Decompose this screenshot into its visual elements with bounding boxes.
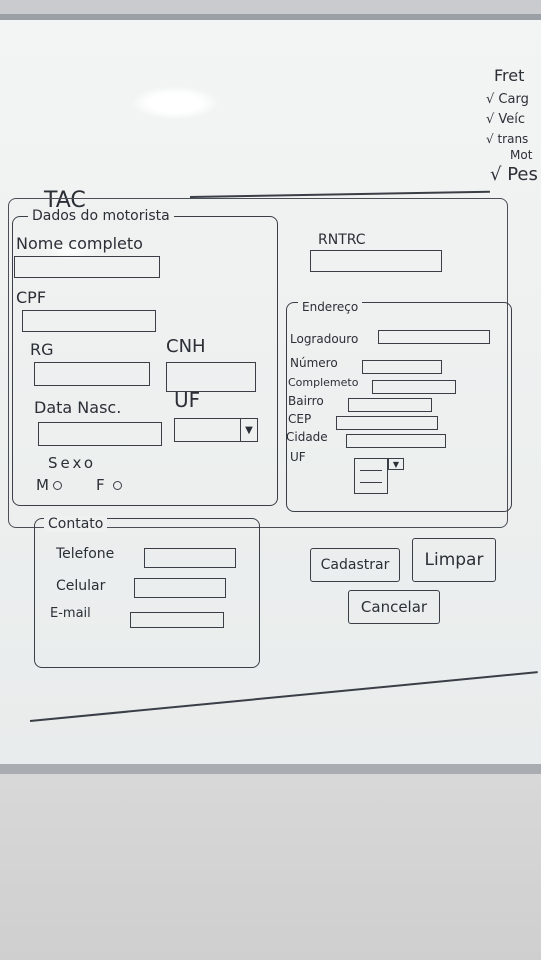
sex-f-label: F [96,476,105,494]
register-button[interactable]: Cadastrar [310,548,400,582]
phone-label: Telefone [56,546,115,562]
uf-label: UF [174,388,201,412]
list-option[interactable] [360,462,382,471]
number-input[interactable] [362,360,442,374]
floor-wall [0,774,541,960]
full-name-input[interactable] [14,256,160,278]
bottom-line [29,671,538,722]
address-section [286,302,512,512]
clear-button[interactable]: Limpar [412,538,496,582]
chevron-down-icon[interactable]: ▼ [240,419,257,441]
light-glare [130,86,220,120]
zip-input[interactable] [336,416,438,430]
complement-label: Complemeto [288,376,359,389]
zip-label: CEP [288,412,312,426]
whiteboard: TAC Dados do motorista Nome completo CPF… [0,14,541,774]
contact-section [34,518,260,668]
full-name-label: Nome completo [16,234,143,253]
radio-icon[interactable] [52,480,62,490]
side-menu-item: √ Veíc [486,112,526,127]
side-menu-item: √ trans [486,132,529,146]
outer-frame [8,198,508,528]
title-line [189,190,490,198]
side-menu-item: Mot [510,148,533,162]
side-menu-item: √ Pes [490,164,538,185]
light-glare [40,242,100,260]
mobile-label: Celular [56,578,106,594]
phone-input[interactable] [144,548,236,568]
driver-section-legend: Dados do motorista [28,208,174,224]
email-input[interactable] [130,612,224,628]
cnh-label: CNH [166,336,206,357]
city-label: Cidade [286,430,328,444]
district-label: Bairro [288,394,324,408]
number-label: Número [290,356,338,370]
address-uf-select[interactable] [354,458,388,494]
complement-input[interactable] [372,380,456,394]
rntrc-label: RNTRC [318,232,366,248]
birth-date-input[interactable] [38,422,162,446]
side-menu-title: Fret [494,66,525,85]
address-section-legend: Endereço [298,300,363,314]
list-option[interactable] [360,474,382,483]
cancel-button[interactable]: Cancelar [348,590,440,624]
mobile-input[interactable] [134,578,226,598]
radio-icon[interactable] [112,480,122,490]
email-label: E-mail [50,606,91,621]
rg-input[interactable] [34,362,150,386]
sex-m-label: M [36,476,49,494]
birth-date-label: Data Nasc. [34,398,122,417]
contact-section-legend: Contato [44,516,108,532]
rntrc-input[interactable] [310,250,442,272]
rg-label: RG [30,340,54,359]
street-input[interactable] [378,330,490,344]
cnh-input[interactable] [166,362,256,392]
cpf-label: CPF [16,288,47,307]
street-label: Logradouro [290,332,359,346]
sex-label: Sexo [48,454,97,472]
chevron-down-icon[interactable]: ▼ [388,458,404,470]
uf-select[interactable]: ▼ [174,418,258,442]
cpf-input[interactable] [22,310,156,332]
district-input[interactable] [348,398,432,412]
sex-option-f[interactable]: F [96,476,122,494]
address-uf-label: UF [290,450,306,464]
side-menu-item: √ Carg [486,92,529,107]
city-input[interactable] [346,434,446,448]
sex-option-m[interactable]: M [36,476,62,494]
